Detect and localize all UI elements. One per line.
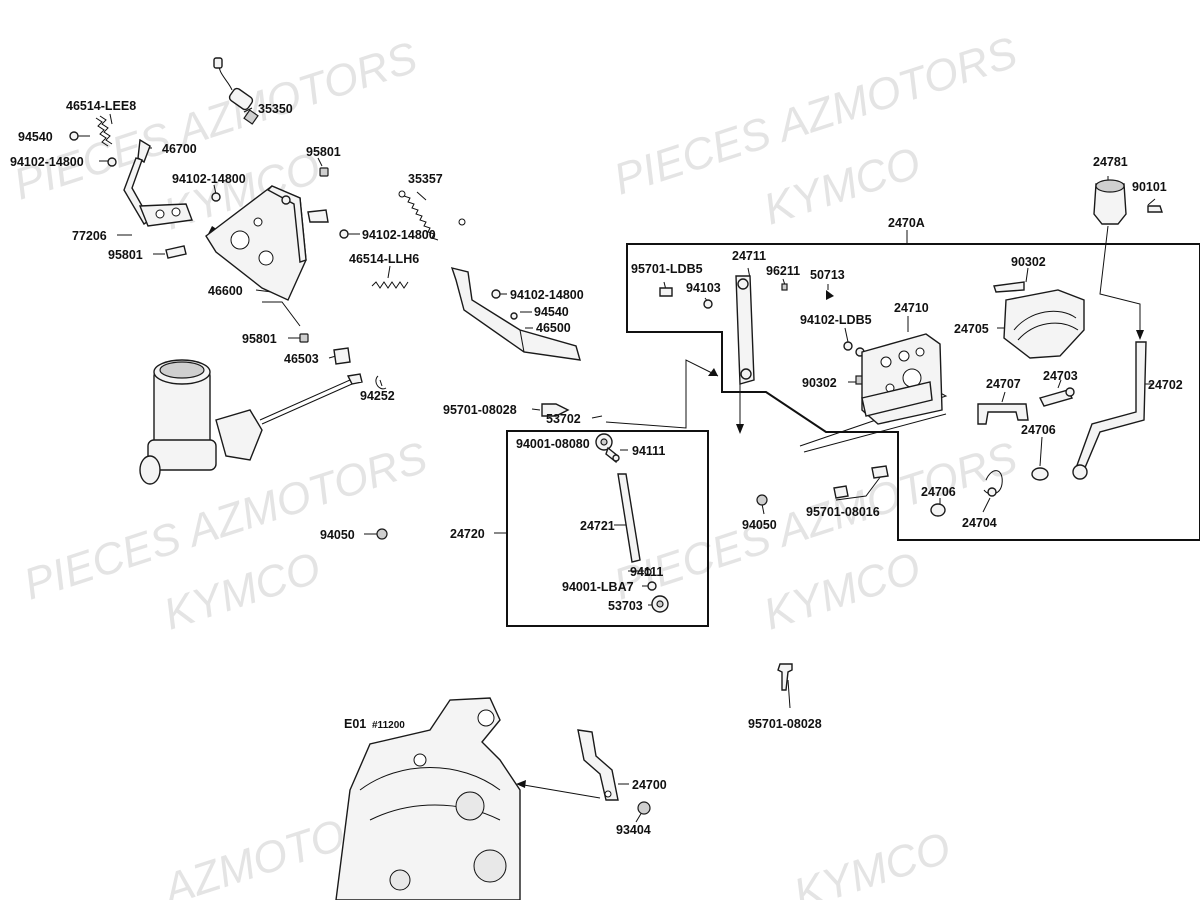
part-label: 46503 (284, 352, 319, 366)
part-label: 2470A (888, 216, 925, 230)
part-label: 90101 (1132, 180, 1167, 194)
part-label: 94102-14800 (362, 228, 436, 242)
part-label: 46700 (162, 142, 197, 156)
assembly-box-2470a (626, 243, 1200, 541)
pin-94252-part (375, 375, 387, 390)
part-label: 24700 (632, 778, 667, 792)
plate-24710-part (861, 333, 943, 425)
part-label: 24706 (1021, 423, 1056, 437)
nut-94050-left-part (376, 528, 388, 540)
knob-24781-part (1093, 179, 1163, 225)
group-boxes (506, 243, 1200, 627)
part-label: 24781 (1093, 155, 1128, 169)
part-label: 24721 (580, 519, 615, 533)
watermark-text: KYMCO (788, 823, 957, 900)
part-label: 50713 (810, 268, 845, 282)
spring-46514-llh6-part (371, 281, 409, 289)
part-label: 46500 (536, 321, 571, 335)
part-label: 95701-08028 (748, 717, 822, 731)
part-label: 94001-08080 (516, 437, 590, 451)
lever-24711-part (735, 275, 755, 385)
part-label: 46514-LLH6 (349, 252, 419, 266)
assembly-box-24720 (506, 430, 709, 627)
part-label: 24704 (962, 516, 997, 530)
part-label: 94540 (534, 305, 569, 319)
part-label: 35350 (258, 102, 293, 116)
master-cylinder-part (139, 359, 363, 485)
part-label: 24707 (986, 377, 1021, 391)
shift-lever-24702-part (1072, 341, 1147, 480)
part-label: 24702 (1148, 378, 1183, 392)
part-label: 46600 (208, 284, 243, 298)
part-label: 95701-08028 (443, 403, 517, 417)
part-label: 94102-14800 (510, 288, 584, 302)
small-fasteners-2470a (659, 281, 1025, 385)
part-label: 95701-LDB5 (631, 262, 703, 276)
spring-35357-part (398, 190, 466, 241)
part-label: 46514-LEE8 (66, 99, 136, 113)
part-label: 53702 (546, 412, 581, 426)
part-label: 95801 (306, 145, 341, 159)
plate-46600-part (205, 185, 329, 301)
part-label: 96211 (766, 264, 800, 278)
part-label: 95801 (242, 332, 277, 346)
switch-35350-part (213, 57, 259, 125)
part-label: 77206 (72, 229, 107, 243)
arm-46500-part (450, 267, 581, 361)
engine-case-part (335, 697, 521, 900)
part-label: 94103 (686, 281, 721, 295)
bracket-24700-part (577, 729, 651, 815)
part-label: 24710 (894, 301, 929, 315)
part-label: 24706 (921, 485, 956, 499)
housing-24705-part (1003, 289, 1085, 359)
part-label: 94540 (18, 130, 53, 144)
bolt-95701-08028-bottom-part (777, 663, 793, 691)
part-labels: 46514-LEE8 35350 94540 46700 94102-14800… (10, 99, 1183, 837)
clip-46503-part (333, 347, 351, 365)
part-label: 94252 (360, 389, 395, 403)
part-label: 24703 (1043, 369, 1078, 383)
part-label: 94001-LBA7 (562, 580, 634, 594)
nut-94050-right-part (756, 494, 768, 506)
spring-46514-lee8-part (95, 115, 113, 147)
part-label: 94102-14800 (10, 155, 84, 169)
part-label: 94111 (632, 444, 665, 458)
pin-24703-part (1038, 387, 1075, 407)
engine-code-label: E01 (344, 717, 366, 731)
bushing-24706-parts (930, 467, 1049, 517)
part-label: 94050 (742, 518, 777, 532)
pedal-46700-part (123, 138, 193, 227)
part-label: 90302 (802, 376, 837, 390)
spring-24704-part (983, 470, 1003, 497)
engine-ref-label: #11200 (372, 720, 405, 731)
bracket-24707-part (977, 403, 1029, 425)
watermark-text: KYMCO (758, 543, 927, 639)
part-label: 35357 (408, 172, 443, 186)
bolt-95701-08028-part (541, 403, 570, 417)
bolts-95801 (165, 167, 329, 343)
part-label: 94102-14800 (172, 172, 246, 186)
part-label: 95701-08016 (806, 505, 880, 519)
part-label: 90302 (1011, 255, 1046, 269)
rod-assembly-24720-part (595, 433, 669, 613)
part-label: 93404 (616, 823, 651, 837)
part-label: 24720 (450, 527, 485, 541)
part-label: 24711 (732, 249, 766, 263)
part-label: 53703 (608, 599, 643, 613)
part-label: 95801 (108, 248, 143, 262)
part-label: 94102-LDB5 (800, 313, 872, 327)
bolts-95701-08016-part (833, 465, 889, 499)
part-label: 94050 (320, 528, 355, 542)
part-label: 24705 (954, 322, 989, 336)
washers-left (69, 131, 501, 299)
part-label: 94111 (630, 565, 663, 579)
